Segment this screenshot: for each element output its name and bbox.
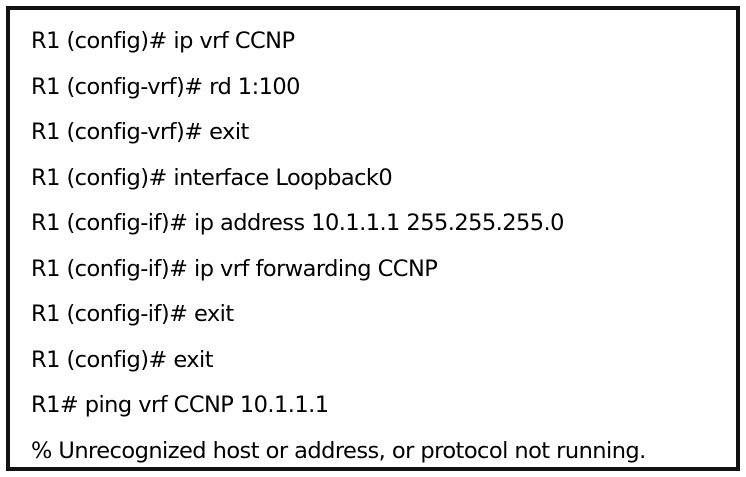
cli-line: R1# ping vrf CCNP 10.1.1.1 [31,392,329,418]
cli-line: R1 (config)# ip vrf CCNP [31,28,295,54]
cli-line: R1 (config)# interface Loopback0 [31,164,393,191]
cli-line: R1 (config-if)# exit [31,301,234,327]
cli-line-list: R1 (config)# ip vrf CCNP R1 (config-vrf)… [31,19,646,474]
cli-line: R1 (config-vrf)# exit [31,119,249,145]
cli-line: R1 (config)# exit [31,346,214,373]
cli-line: R1 (config-if)# ip vrf forwarding CCNP [31,255,438,282]
cli-line: R1 (config-vrf)# rd 1:100 [31,73,300,100]
cli-line: R1 (config-if)# ip address 10.1.1.1 255.… [31,210,564,236]
cli-output-box: R1 (config)# ip vrf CCNP R1 (config-vrf)… [6,6,740,471]
cli-error-line: % Unrecognized host or address, or proto… [31,437,646,464]
